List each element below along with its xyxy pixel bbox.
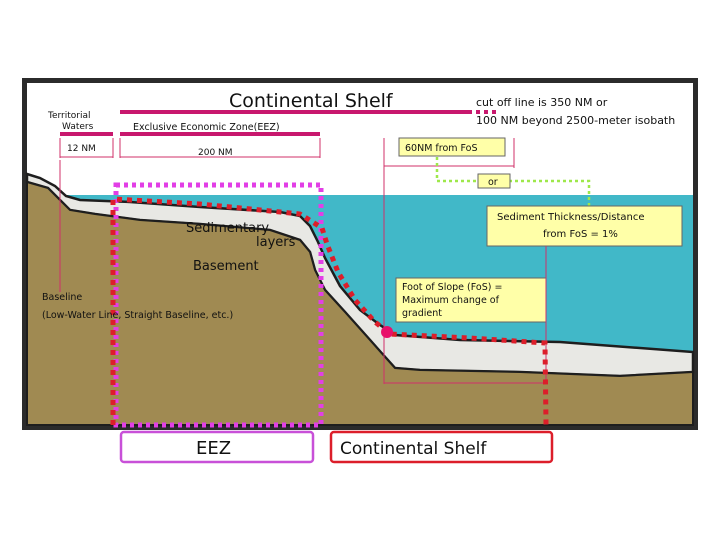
fos-line-2: Maximum change of (402, 295, 500, 306)
cutoff-line-2: 100 NM beyond 2500-meter isobath (476, 114, 675, 127)
territorial-bar (60, 132, 113, 136)
nm12-label: 12 NM (67, 144, 96, 154)
cutoff-line-1: cut off line is 350 NM or (476, 96, 608, 109)
foot-of-slope-marker (381, 326, 393, 338)
continental-shelf-dotted-boundary (110, 196, 549, 426)
territorial-label-2: Waters (62, 122, 94, 132)
fos60-box (398, 137, 506, 157)
eez-dotted-boundary (113, 182, 324, 428)
fos-line-1: Foot of Slope (FoS) = (402, 282, 502, 293)
baseline-detail: (Low-Water Line, Straight Baseline, etc.… (42, 310, 233, 321)
fos-line-3: gradient (402, 308, 442, 319)
territorial-label-1: Territorial (47, 111, 91, 121)
sky-area (27, 83, 693, 195)
legend-eez-box (119, 430, 315, 464)
eez-full-label: Exclusive Economic Zone(EEZ) (133, 122, 280, 133)
or-connector (435, 157, 591, 207)
legend-continental-shelf-label: Continental Shelf (340, 439, 487, 459)
fos60-label: 60NM from FoS (405, 143, 478, 154)
legend-eez-label: EEZ (196, 438, 231, 459)
eez-bar (120, 132, 320, 136)
baseline-title: Baseline (42, 292, 82, 303)
page-title: Continental Shelf (229, 90, 394, 112)
legend-continental-shelf-box (329, 430, 554, 464)
sediment-thickness-box (486, 205, 683, 247)
fos-box (395, 277, 547, 323)
continental-shelf-bar (120, 110, 472, 114)
sedimentary-label-1: Sedimentary (186, 221, 269, 236)
or-label: or (488, 177, 498, 188)
sediment-thickness-line-1: Sediment Thickness/Distance (497, 212, 644, 223)
or-box (477, 173, 511, 189)
sedimentary-label-2: layers (256, 235, 296, 250)
nm200-label: 200 NM (198, 148, 233, 158)
basement-label: Basement (193, 259, 259, 274)
sediment-thickness-line-2: from FoS = 1% (543, 229, 618, 240)
